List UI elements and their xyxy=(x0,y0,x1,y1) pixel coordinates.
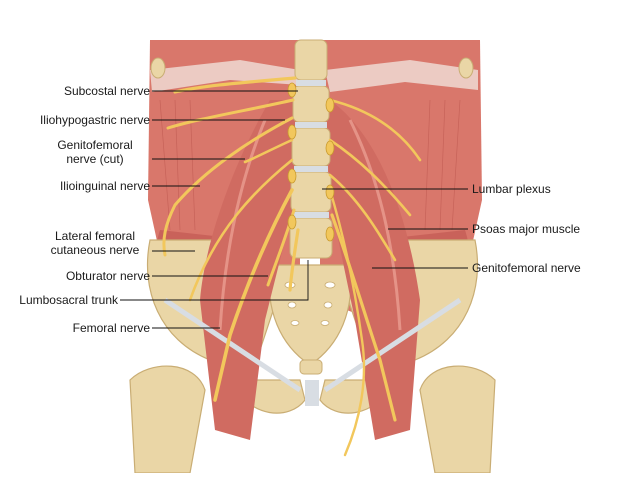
vertebral-body-l3 xyxy=(290,171,332,213)
label-obturator-nerve: Obturator nerve xyxy=(65,269,150,283)
vertebral-body-l2 xyxy=(291,127,331,167)
leader-lumbosacral xyxy=(120,260,309,301)
vertebral-column xyxy=(289,39,333,406)
sacral-foramina xyxy=(284,281,336,326)
iliohypogastric-nerve xyxy=(166,98,295,130)
right-femur xyxy=(419,365,496,474)
ilioinguinal-nerve xyxy=(162,116,294,257)
label-lateral-femoral-line2: cutaneous nerve xyxy=(50,243,140,257)
right-femoral-nerve xyxy=(330,213,397,422)
left-rib-tip xyxy=(150,57,166,79)
label-genitofemoral-cut-line2: nerve (cut) xyxy=(66,152,124,166)
left-fascia-band xyxy=(150,60,300,92)
label-genitofemoral-cut-line1: Genitofemoral xyxy=(57,138,133,152)
pubic-symphysis xyxy=(305,380,319,406)
label-lumbosacral-trunk: Lumbosacral trunk xyxy=(19,293,118,307)
subcostal-nerve xyxy=(173,76,297,94)
right-rib-tip xyxy=(458,57,474,79)
right-fascia-band xyxy=(325,60,478,92)
label-femoral-nerve: Femoral nerve xyxy=(72,321,150,335)
lumbosacral-trunk xyxy=(288,228,300,292)
leader-lines xyxy=(120,90,468,329)
right-lumbar-nerves xyxy=(328,98,422,262)
vertebral-body-t12 xyxy=(294,39,328,81)
right-psoas xyxy=(325,100,420,440)
label-lumbar-plexus: Lumbar plexus xyxy=(472,182,551,196)
inguinal-ligaments xyxy=(163,297,462,393)
genitofemoral-cut-nerve xyxy=(243,138,294,164)
label-lateral-femoral-line1: Lateral femoral xyxy=(54,229,136,243)
sacrum xyxy=(268,264,352,366)
label-subcostal-nerve: Subcostal nerve xyxy=(63,84,150,98)
left-femur xyxy=(129,365,206,474)
vertebral-body-l1 xyxy=(292,85,330,123)
nerves xyxy=(162,76,422,457)
label-psoas-major-muscle: Psoas major muscle xyxy=(472,222,581,236)
nerve-ganglia xyxy=(287,82,335,242)
label-iliohypogastric-nerve: Iliohypogastric nerve xyxy=(39,113,150,127)
label-lateral-femoral-cutaneous-nerve: Lateral femoral cutaneous nerve xyxy=(38,229,152,257)
coccyx xyxy=(299,359,323,375)
intervertebral-discs xyxy=(293,80,329,218)
femoral-nerve xyxy=(213,188,294,402)
label-genitofemoral-nerve-cut: Genitofemoral nerve (cut) xyxy=(40,138,150,166)
label-genitofemoral-nerve: Genitofemoral nerve xyxy=(472,261,581,275)
genitofemoral-nerve xyxy=(328,188,366,457)
label-ilioinguinal-nerve: Ilioinguinal nerve xyxy=(59,179,150,193)
pelvis-bones xyxy=(129,239,496,474)
